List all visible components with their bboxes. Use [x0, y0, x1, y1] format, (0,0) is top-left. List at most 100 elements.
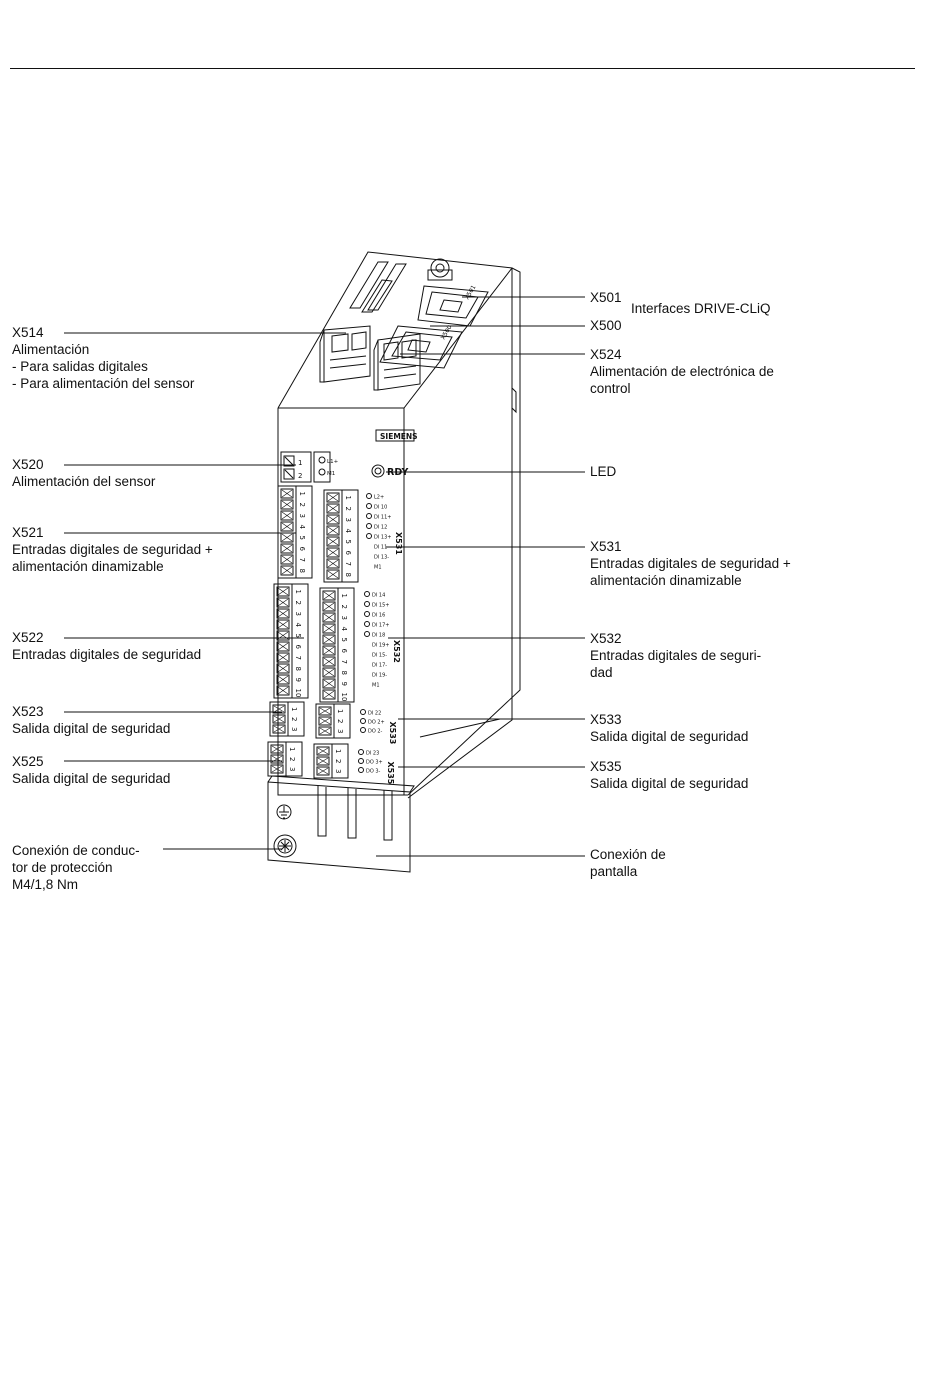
- terminal-x532-pin-5: 5: [340, 638, 348, 642]
- label-drive-cliq: Interfaces DRIVE-CLiQ: [631, 301, 771, 316]
- terminal-x521-pin-8: 8: [298, 569, 306, 573]
- label-x522: X522 Entradas digitales de seguridad: [12, 629, 201, 663]
- x514-front-marks: L1+ M1: [313, 451, 339, 483]
- terminal-x535-pin-3: 3: [334, 769, 342, 773]
- terminal-x522-pin-5: 5: [294, 634, 302, 638]
- leader-lines: [64, 296, 585, 857]
- terminal-x532-pin-8: 8: [340, 671, 348, 675]
- port-x501-label: X501: [464, 284, 478, 301]
- label-led: LED: [590, 464, 617, 479]
- label-x514-line-2: - Para salidas digitales: [12, 359, 148, 374]
- terminal-x533-pin-2: 2: [336, 719, 344, 723]
- label-shield-line-1: Conexión de: [590, 847, 666, 862]
- terminal-x525-pin-2: 2: [288, 757, 296, 761]
- x531-marks-2: DI 10: [374, 505, 387, 511]
- x533-marks-1: DI 22: [368, 711, 381, 717]
- terminal-x531-pin-7: 7: [344, 562, 352, 566]
- label-x521-line-2: alimentación dinamizable: [12, 559, 164, 574]
- label-shield: Conexión de pantalla: [590, 846, 666, 880]
- x532-marks-9: DI 19-: [372, 673, 387, 679]
- x532-marks-3: DI 16: [372, 613, 385, 619]
- terminal-x531-pin-6: 6: [344, 551, 352, 556]
- label-pe-line-2: tor de protección: [12, 860, 113, 875]
- label-x531-code: X531: [590, 539, 622, 554]
- terminal-x532-pin-10: 10: [340, 693, 348, 702]
- label-x535: X535 Salida digital de seguridad: [590, 758, 748, 792]
- label-shield-line-2: pantalla: [590, 864, 638, 879]
- label-x523: X523 Salida digital de seguridad: [12, 703, 170, 737]
- terminal-x531-pin-2: 2: [344, 507, 352, 511]
- connector-x524: [373, 333, 421, 391]
- terminal-x525-pin-3: 3: [288, 767, 296, 771]
- label-x514: X514 Alimentación - Para salidas digital…: [12, 324, 194, 392]
- label-x525: X525 Salida digital de seguridad: [12, 753, 170, 787]
- x535-marks-1: DI 23: [366, 751, 379, 757]
- connector-x514: [319, 325, 371, 383]
- terminal-x532-pin-4: 4: [340, 627, 348, 632]
- terminal-x521-pin-6: 6: [298, 547, 306, 552]
- terminal-x531-pin-5: 5: [344, 540, 352, 544]
- label-x532-line-1: Entradas digitales de seguri-: [590, 648, 762, 663]
- label-x522-line-1: Entradas digitales de seguridad: [12, 647, 202, 662]
- x520-pin-2: 2: [298, 472, 302, 480]
- x531-marks-label: X531: [394, 532, 403, 555]
- label-x523-code: X523: [12, 704, 44, 719]
- x532-marks-6: DI 19+: [372, 643, 389, 649]
- label-x531-line-2: alimentación dinamizable: [590, 573, 742, 588]
- label-x535-line-1: Salida digital de seguridad: [590, 776, 749, 791]
- x533-marks-2: DO 2+: [368, 720, 385, 726]
- terminal-x521-pin-7: 7: [298, 558, 306, 562]
- x531-marks-5: DI 13+: [374, 535, 391, 541]
- label-x531: X531 Entradas digitales de seguridad + a…: [590, 538, 791, 589]
- terminal-x533: 123: [315, 703, 351, 739]
- terminal-x523-pin-3: 3: [290, 727, 298, 731]
- label-x520: X520 Alimentación del sensor: [12, 456, 155, 490]
- terminal-x522-pin-4: 4: [294, 623, 302, 628]
- terminal-x522-pin-3: 3: [294, 612, 302, 616]
- terminal-x535: 1 2 3: [313, 743, 349, 779]
- terminal-x535-pin-2: 2: [334, 759, 342, 763]
- label-x531-line-1: Entradas digitales de seguridad +: [590, 556, 791, 571]
- terminal-x531-pin-8: 8: [344, 573, 352, 577]
- x520-pin-1: 1: [298, 459, 302, 467]
- brand-label: SIEMENS: [380, 432, 418, 441]
- x531-marks-4: DI 12: [374, 525, 387, 531]
- label-x524-code: X524: [590, 347, 622, 362]
- label-x533-code: X533: [590, 712, 622, 727]
- terminal-x521-pin-5: 5: [298, 536, 306, 540]
- x531-marks-1: L2+: [374, 495, 384, 501]
- label-x520-line-1: Alimentación del sensor: [12, 474, 156, 489]
- label-x522-code: X522: [12, 630, 44, 645]
- terminal-x522-pin-2: 2: [294, 601, 302, 605]
- label-x521-line-1: Entradas digitales de seguridad +: [12, 542, 213, 557]
- terminal-x521-pin-3: 3: [298, 514, 306, 518]
- terminal-x532-pin-7: 7: [340, 660, 348, 664]
- label-x524: X524 Alimentación de electrónica de cont…: [590, 346, 774, 397]
- terminal-x525-pin-1: 1: [288, 747, 296, 751]
- terminal-x522-pin-7: 7: [294, 656, 302, 660]
- x532-marks-2: DI 15+: [372, 603, 389, 609]
- x532-marks-7: DI 15-: [372, 653, 387, 659]
- label-x533: X533 Salida digital de seguridad: [590, 711, 748, 745]
- terminal-x535-pin-1: 1: [334, 749, 342, 753]
- x535-marks-label: X535: [386, 762, 395, 785]
- x514-mark-1: L1+: [327, 459, 339, 465]
- terminal-x521-pin-4: 4: [298, 525, 306, 530]
- x535-marks-2: DO 3+: [366, 760, 383, 766]
- terminal-x521-pin-2: 2: [298, 503, 306, 507]
- terminal-x532-pin-9: 9: [340, 682, 348, 686]
- label-x532-code: X532: [590, 631, 622, 646]
- x533-marks-label: X533: [388, 722, 397, 745]
- terminal-x522-pin-8: 8: [294, 667, 302, 671]
- label-x524-line-2: control: [590, 381, 631, 396]
- terminal-x532-pin-1: 1: [340, 594, 348, 598]
